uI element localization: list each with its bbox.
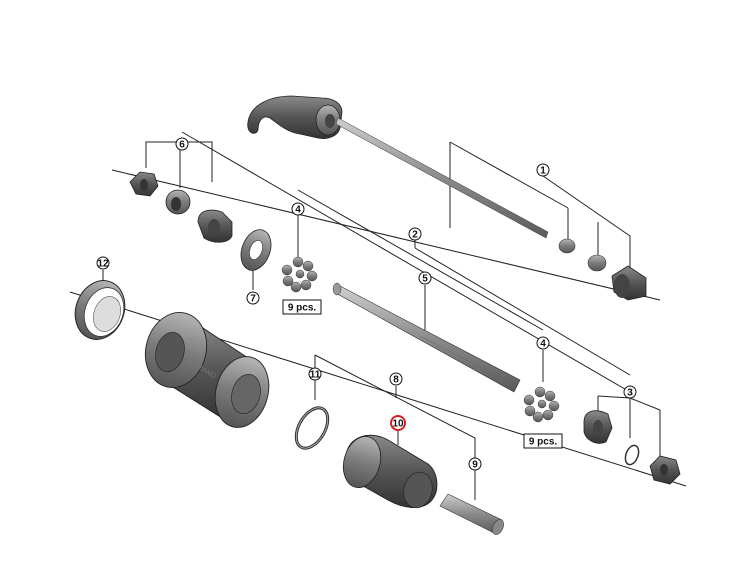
svg-text:9 pcs.: 9 pcs.	[529, 437, 558, 448]
note-ball-count-left: 9 pcs.	[282, 299, 322, 315]
left-cone-locknut-group	[129, 171, 233, 243]
svg-text:9 pcs.: 9 pcs.	[288, 303, 317, 314]
callout-2: 2	[408, 227, 422, 241]
callout-1: 1	[536, 163, 550, 177]
callout-3: 3	[623, 385, 637, 399]
callout-7: 7	[246, 291, 260, 305]
callout-10-highlighted: 10	[390, 415, 406, 431]
svg-text:12: 12	[97, 259, 109, 270]
upper-axis-line	[111, 169, 661, 301]
svg-text:1: 1	[540, 166, 546, 177]
skewer-rod	[335, 117, 549, 239]
freehub-body	[342, 434, 438, 509]
callout-9: 9	[468, 457, 482, 471]
hub-axle	[332, 282, 521, 393]
ball-bearings-left	[281, 256, 318, 293]
freehub-fixing-bolt	[439, 493, 504, 535]
callout-4-upper: 4	[291, 202, 305, 216]
skewer-springs-and-nut	[558, 238, 647, 301]
callout-12: 12	[96, 256, 110, 270]
washer	[240, 229, 272, 271]
quick-release-lever	[247, 95, 343, 139]
svg-text:5: 5	[422, 274, 428, 285]
o-ring	[294, 406, 330, 450]
svg-text:6: 6	[179, 140, 185, 151]
svg-text:4: 4	[540, 339, 546, 350]
dust-cap	[74, 280, 126, 340]
right-cone-locknut-group	[583, 410, 681, 485]
callout-6: 6	[175, 137, 189, 151]
callout-5: 5	[418, 271, 432, 285]
svg-text:2: 2	[412, 230, 418, 241]
svg-text:7: 7	[250, 294, 256, 305]
callout-8: 8	[389, 372, 403, 386]
hub-body: SHIMANO	[144, 312, 270, 428]
svg-text:8: 8	[393, 375, 399, 386]
svg-text:10: 10	[392, 419, 404, 430]
svg-text:9: 9	[472, 460, 478, 471]
svg-text:4: 4	[295, 205, 301, 216]
ball-bearings-right	[523, 386, 560, 423]
svg-text:11: 11	[310, 370, 321, 381]
note-ball-count-right: 9 pcs.	[523, 433, 563, 449]
svg-text:3: 3	[627, 388, 633, 399]
callout-11: 11	[308, 367, 322, 381]
callout-4-lower: 4	[536, 336, 550, 350]
